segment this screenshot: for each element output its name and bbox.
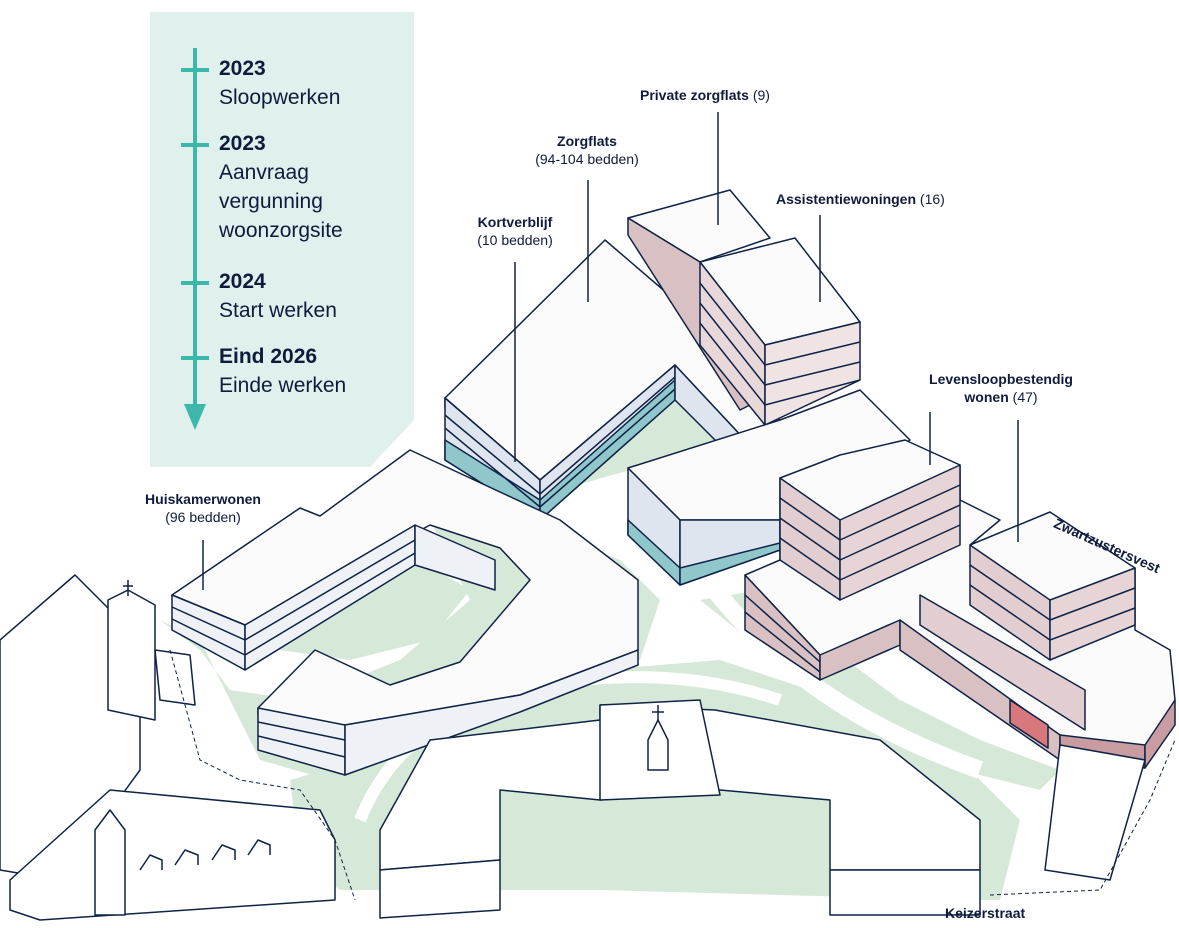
timeline-desc: Einde werken [219, 374, 347, 397]
timeline: 2023 Sloopwerken 2023 Aanvraag vergunnin… [150, 12, 414, 467]
timeline-desc: woonzorgsite [219, 219, 343, 242]
street-keizerstraat: Keizerstraat [945, 905, 1026, 921]
timeline-desc: vergunning [219, 190, 323, 213]
label-levensloopbestendig: Levensloopbestendig wonen (47) [905, 370, 1097, 406]
timeline-year: 2024 [219, 270, 266, 293]
label-extra: (47) [1012, 389, 1038, 405]
label-huiskamerwonen: Huiskamerwonen (96 bedden) [125, 490, 281, 526]
label-extra: (9) [752, 87, 770, 103]
timeline-year: Eind 2026 [219, 345, 318, 368]
timeline-desc: Sloopwerken [219, 86, 341, 109]
timeline-desc: Start werken [219, 299, 337, 322]
label-extra: (10 bedden) [477, 232, 553, 248]
site-boundary [169, 649, 1176, 901]
label-extra: (16) [919, 191, 945, 207]
label-private-zorgflats: Private zorgflats (9) [640, 86, 770, 104]
label-name: Zorgflats [557, 133, 617, 149]
label-name: wonen [964, 389, 1009, 405]
building-huiskamerwonen [171, 449, 639, 776]
timeline-desc: Aanvraag [219, 161, 309, 184]
building-church [0, 574, 336, 921]
label-name: Private zorgflats [640, 87, 749, 103]
timeline-item: 2024 Start werken [219, 267, 337, 325]
label-assistentiewoningen: Assistentiewoningen (16) [776, 190, 945, 208]
label-leaders [202, 112, 1019, 590]
timeline-item: 2023 Sloopwerken [219, 54, 340, 112]
building-link [627, 389, 911, 586]
timeline-year: 2023 [219, 132, 266, 155]
timeline-item: Eind 2026 Einde werken [219, 342, 346, 400]
label-name: Kortverblijf [477, 214, 553, 230]
building-right-annex [1044, 744, 1146, 881]
timeline-item: 2023 Aanvraag vergunning woonzorgsite [219, 129, 343, 245]
timeline-arrow-icon [184, 404, 206, 430]
label-extra: (94-104 bedden) [535, 151, 639, 167]
building-levensloopbestendig [744, 439, 1176, 769]
building-cloister [379, 699, 981, 919]
label-extra: (96 bedden) [165, 509, 241, 525]
label-zorgflats: Zorgflats (94-104 bedden) [522, 132, 652, 168]
label-kortverblijf: Kortverblijf (10 bedden) [462, 213, 568, 249]
label-name: Huiskamerwonen [145, 491, 261, 507]
timeline-panel [150, 12, 414, 467]
label-name: Assistentiewoningen [776, 191, 917, 207]
label-name: Levensloopbestendig [929, 371, 1073, 387]
building-assistentiewoningen [699, 237, 861, 426]
timeline-year: 2023 [219, 57, 266, 80]
